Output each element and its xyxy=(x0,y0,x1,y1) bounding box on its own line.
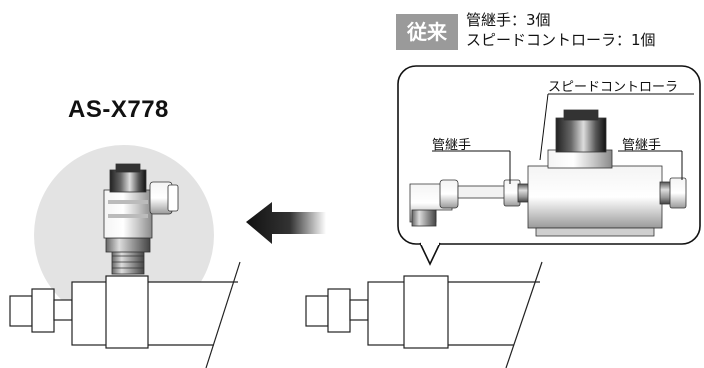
cylinder-right xyxy=(305,261,543,368)
conventional-assembly xyxy=(409,109,687,237)
port-collar-left xyxy=(105,275,149,349)
label-speed-controller: スピードコントローラ xyxy=(548,80,679,95)
conventional-fitting-count: 管継手：3個 xyxy=(466,11,551,29)
replacement-arrow xyxy=(246,202,326,244)
product-name: AS-X778 xyxy=(68,96,169,123)
leader-lines xyxy=(432,93,694,184)
conventional-badge: 従来 xyxy=(396,14,458,50)
cylinder-left xyxy=(9,261,266,368)
label-fitting-right: 管継手 xyxy=(622,138,662,153)
conventional-controller-count: スピードコントローラ：1個 xyxy=(466,31,656,49)
as-x778-fitting xyxy=(103,163,179,275)
label-fitting-left: 管継手 xyxy=(432,138,472,153)
